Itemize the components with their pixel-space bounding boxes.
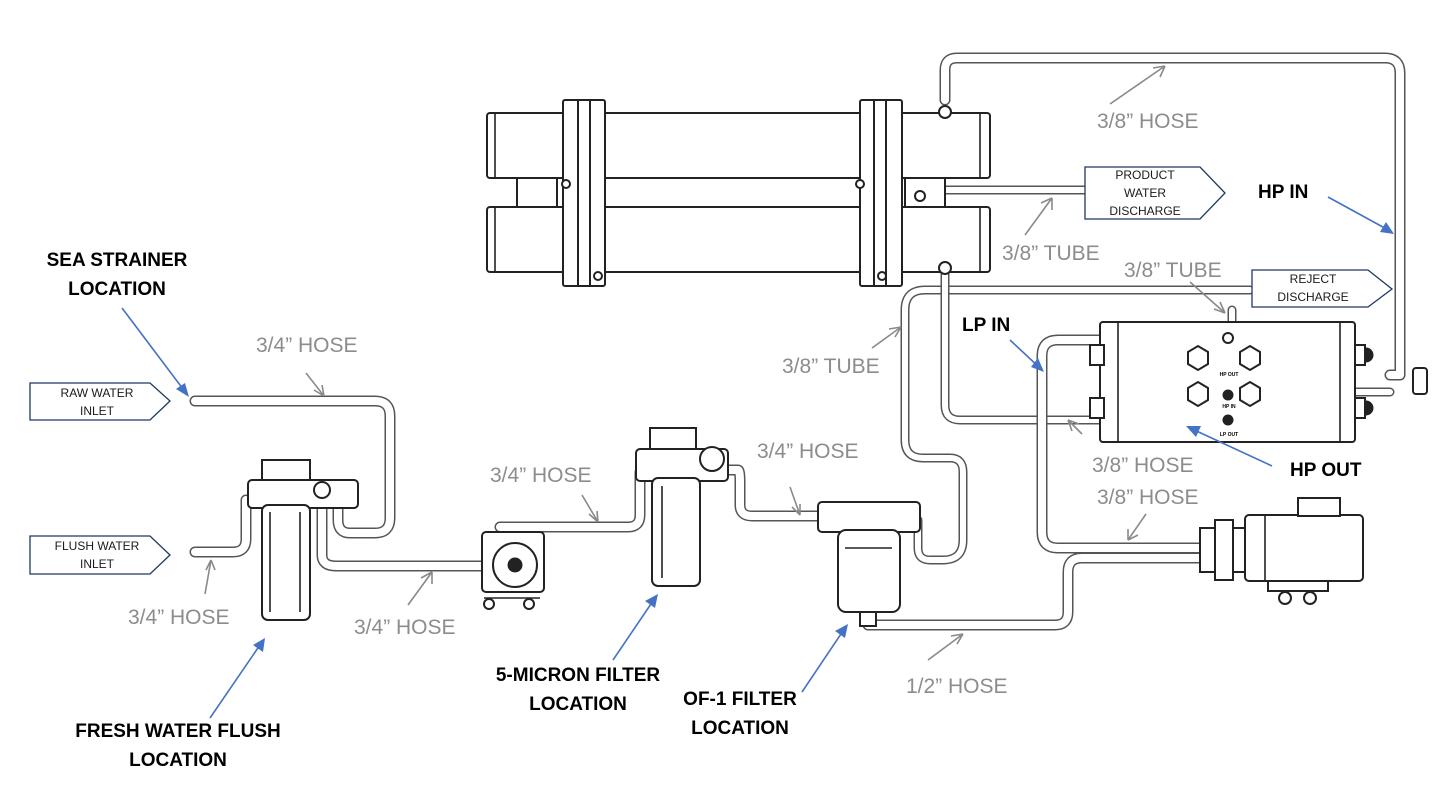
flush-line-2: INLET xyxy=(79,557,114,571)
high-pressure-pump xyxy=(1089,321,1428,443)
raw-line-1: RAW WATER xyxy=(60,386,134,400)
location-callout-arrows xyxy=(121,196,1394,719)
pump-port-hp-out: HP OUT xyxy=(1219,372,1239,378)
product-discharge-text: PRODUCT WATER DISCHARGE xyxy=(1090,166,1200,220)
tube-label-product: 3/8” TUBE xyxy=(1002,242,1100,265)
product-line-1: PRODUCT xyxy=(1115,168,1175,182)
callout-boxes xyxy=(29,166,1394,575)
membrane-vessels xyxy=(486,99,991,287)
hose-label-lp: 3/8” HOSE xyxy=(1092,454,1194,477)
of1-filter xyxy=(817,501,921,627)
pump-port-lp-out: LP OUT xyxy=(1219,432,1239,438)
sea-strainer-line-2: LOCATION xyxy=(68,279,166,300)
reject-discharge-text: REJECT DISCHARGE xyxy=(1258,270,1368,306)
sea-strainer-line-1: SEA STRAINER xyxy=(46,250,188,271)
fresh-flush-line-1: FRESH WATER FLUSH xyxy=(75,721,281,742)
raw-water-inlet-box xyxy=(29,382,171,421)
micron-filter-line-2: LOCATION xyxy=(529,694,627,715)
hose-leader-lines xyxy=(204,65,1226,661)
hp-in-callout: HP IN xyxy=(1258,182,1309,203)
hose-label-motor: 3/8” HOSE xyxy=(1097,486,1199,509)
fresh-flush-filter xyxy=(247,459,359,621)
flush-line-1: FLUSH WATER xyxy=(54,539,140,553)
raw-line-2: INLET xyxy=(79,404,114,418)
micron-filter-callout: 5-MICRON FILTER LOCATION xyxy=(484,661,672,719)
flush-water-inlet-box xyxy=(29,535,171,575)
raw-water-inlet-text: RAW WATER INLET xyxy=(37,384,157,420)
motor-pump xyxy=(1199,497,1364,605)
reject-discharge-box xyxy=(1251,269,1394,308)
of1-filter-callout: OF-1 FILTER LOCATION xyxy=(672,685,808,743)
of1-filter-line-2: LOCATION xyxy=(691,718,789,739)
hose-label-raw: 3/4” HOSE xyxy=(256,334,358,357)
boost-pump xyxy=(481,531,545,610)
reject-line-2: DISCHARGE xyxy=(1277,290,1349,304)
hose-label-pump: 3/4” HOSE xyxy=(490,464,592,487)
hp-out-callout: HP OUT xyxy=(1290,460,1362,481)
pump-port-hp-in: HP IN xyxy=(1222,404,1236,410)
product-line-3: DISCHARGE xyxy=(1109,204,1181,218)
hose-label-flush: 3/4” HOSE xyxy=(128,606,230,629)
five-micron-filter xyxy=(635,427,729,587)
tube-label-mid: 3/8” TUBE xyxy=(782,355,880,378)
reject-line-1: REJECT xyxy=(1289,272,1337,286)
flush-water-inlet-text: FLUSH WATER INLET xyxy=(37,537,157,573)
of1-filter-line-1: OF-1 FILTER xyxy=(683,689,797,710)
lp-in-callout: LP IN xyxy=(962,315,1011,336)
micron-filter-line-1: 5-MICRON FILTER xyxy=(495,665,661,686)
product-line-2: WATER xyxy=(1124,186,1166,200)
sea-strainer-callout: SEA STRAINER LOCATION xyxy=(27,246,207,304)
hose-label-filter: 3/4” HOSE xyxy=(757,440,859,463)
hose-label-flush-out: 3/4” HOSE xyxy=(354,616,456,639)
fresh-flush-callout: FRESH WATER FLUSH LOCATION xyxy=(68,717,288,775)
tube-label-reject: 3/8” TUBE xyxy=(1124,259,1222,282)
hose-label-half: 1/2” HOSE xyxy=(906,675,1008,698)
product-discharge-box xyxy=(1084,166,1226,220)
hose-label-top: 3/8” HOSE xyxy=(1097,110,1199,133)
fresh-flush-line-2: LOCATION xyxy=(129,750,227,771)
